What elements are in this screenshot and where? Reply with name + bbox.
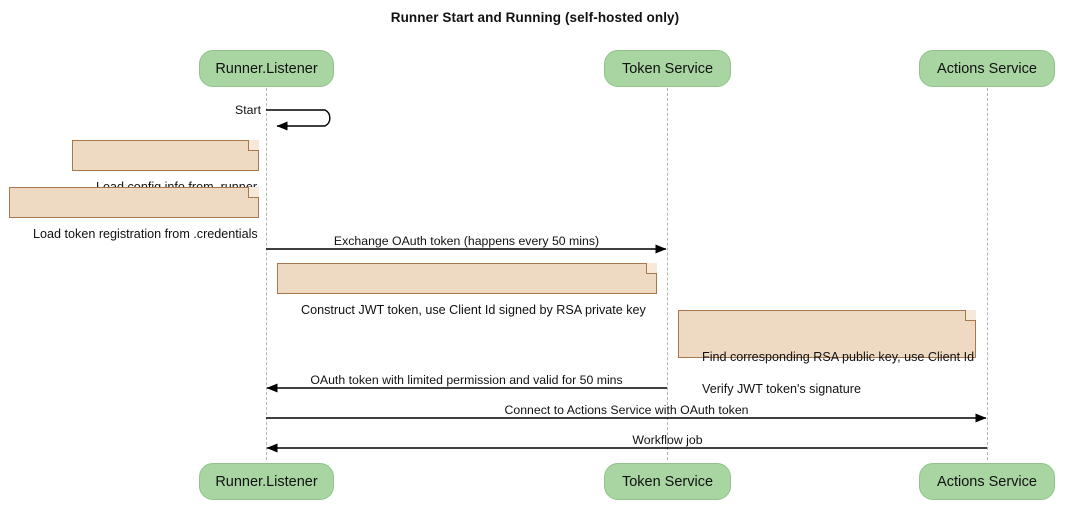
participant-label: Runner.Listener — [215, 473, 318, 490]
participant-actions-bottom[interactable]: Actions Service — [919, 463, 1055, 500]
participant-label: Token Service — [621, 473, 714, 490]
note-text: Load token registration from .credential… — [33, 227, 258, 241]
message-label-exchange: Exchange OAuth token (happens every 50 m… — [333, 234, 600, 248]
participant-token-top[interactable]: Token Service — [604, 50, 731, 87]
message-label-oauth-return: OAuth token with limited permission and … — [310, 373, 623, 387]
message-label-connect: Connect to Actions Service with OAuth to… — [504, 403, 749, 417]
note-construct-jwt: Construct JWT token, use Client Id signe… — [277, 263, 657, 317]
participant-runner-bottom[interactable]: Runner.Listener — [199, 463, 334, 500]
participant-label: Actions Service — [937, 60, 1037, 77]
participant-label: Runner.Listener — [215, 60, 318, 77]
lifeline-actions — [987, 88, 988, 460]
note-text: Construct JWT token, use Client Id signe… — [301, 303, 646, 317]
note-text-line1: Find corresponding RSA public key, use C… — [702, 350, 975, 364]
participant-label: Token Service — [621, 60, 714, 77]
message-label-start: Start — [235, 103, 261, 117]
participant-token-bottom[interactable]: Token Service — [604, 463, 731, 500]
participant-label: Actions Service — [937, 473, 1037, 490]
diagram-title: Runner Start and Running (self-hosted on… — [390, 10, 680, 25]
message-arrow-start — [266, 109, 331, 131]
note-fold-icon — [248, 187, 259, 198]
participant-actions-top[interactable]: Actions Service — [919, 50, 1055, 87]
note-verify-jwt: Find corresponding RSA public key, use C… — [678, 310, 976, 396]
lifeline-runner — [266, 88, 267, 460]
note-text-line2: Verify JWT token's signature — [702, 382, 861, 396]
lifeline-token — [667, 88, 668, 460]
participant-runner-top[interactable]: Runner.Listener — [199, 50, 334, 87]
note-fold-icon — [965, 310, 976, 321]
note-load-config: Load config info from .runner — [72, 140, 259, 194]
message-label-workflow: Workflow job — [632, 433, 703, 447]
note-load-token-registration: Load token registration from .credential… — [9, 187, 259, 241]
note-fold-icon — [248, 140, 259, 151]
note-fold-icon — [646, 263, 657, 274]
